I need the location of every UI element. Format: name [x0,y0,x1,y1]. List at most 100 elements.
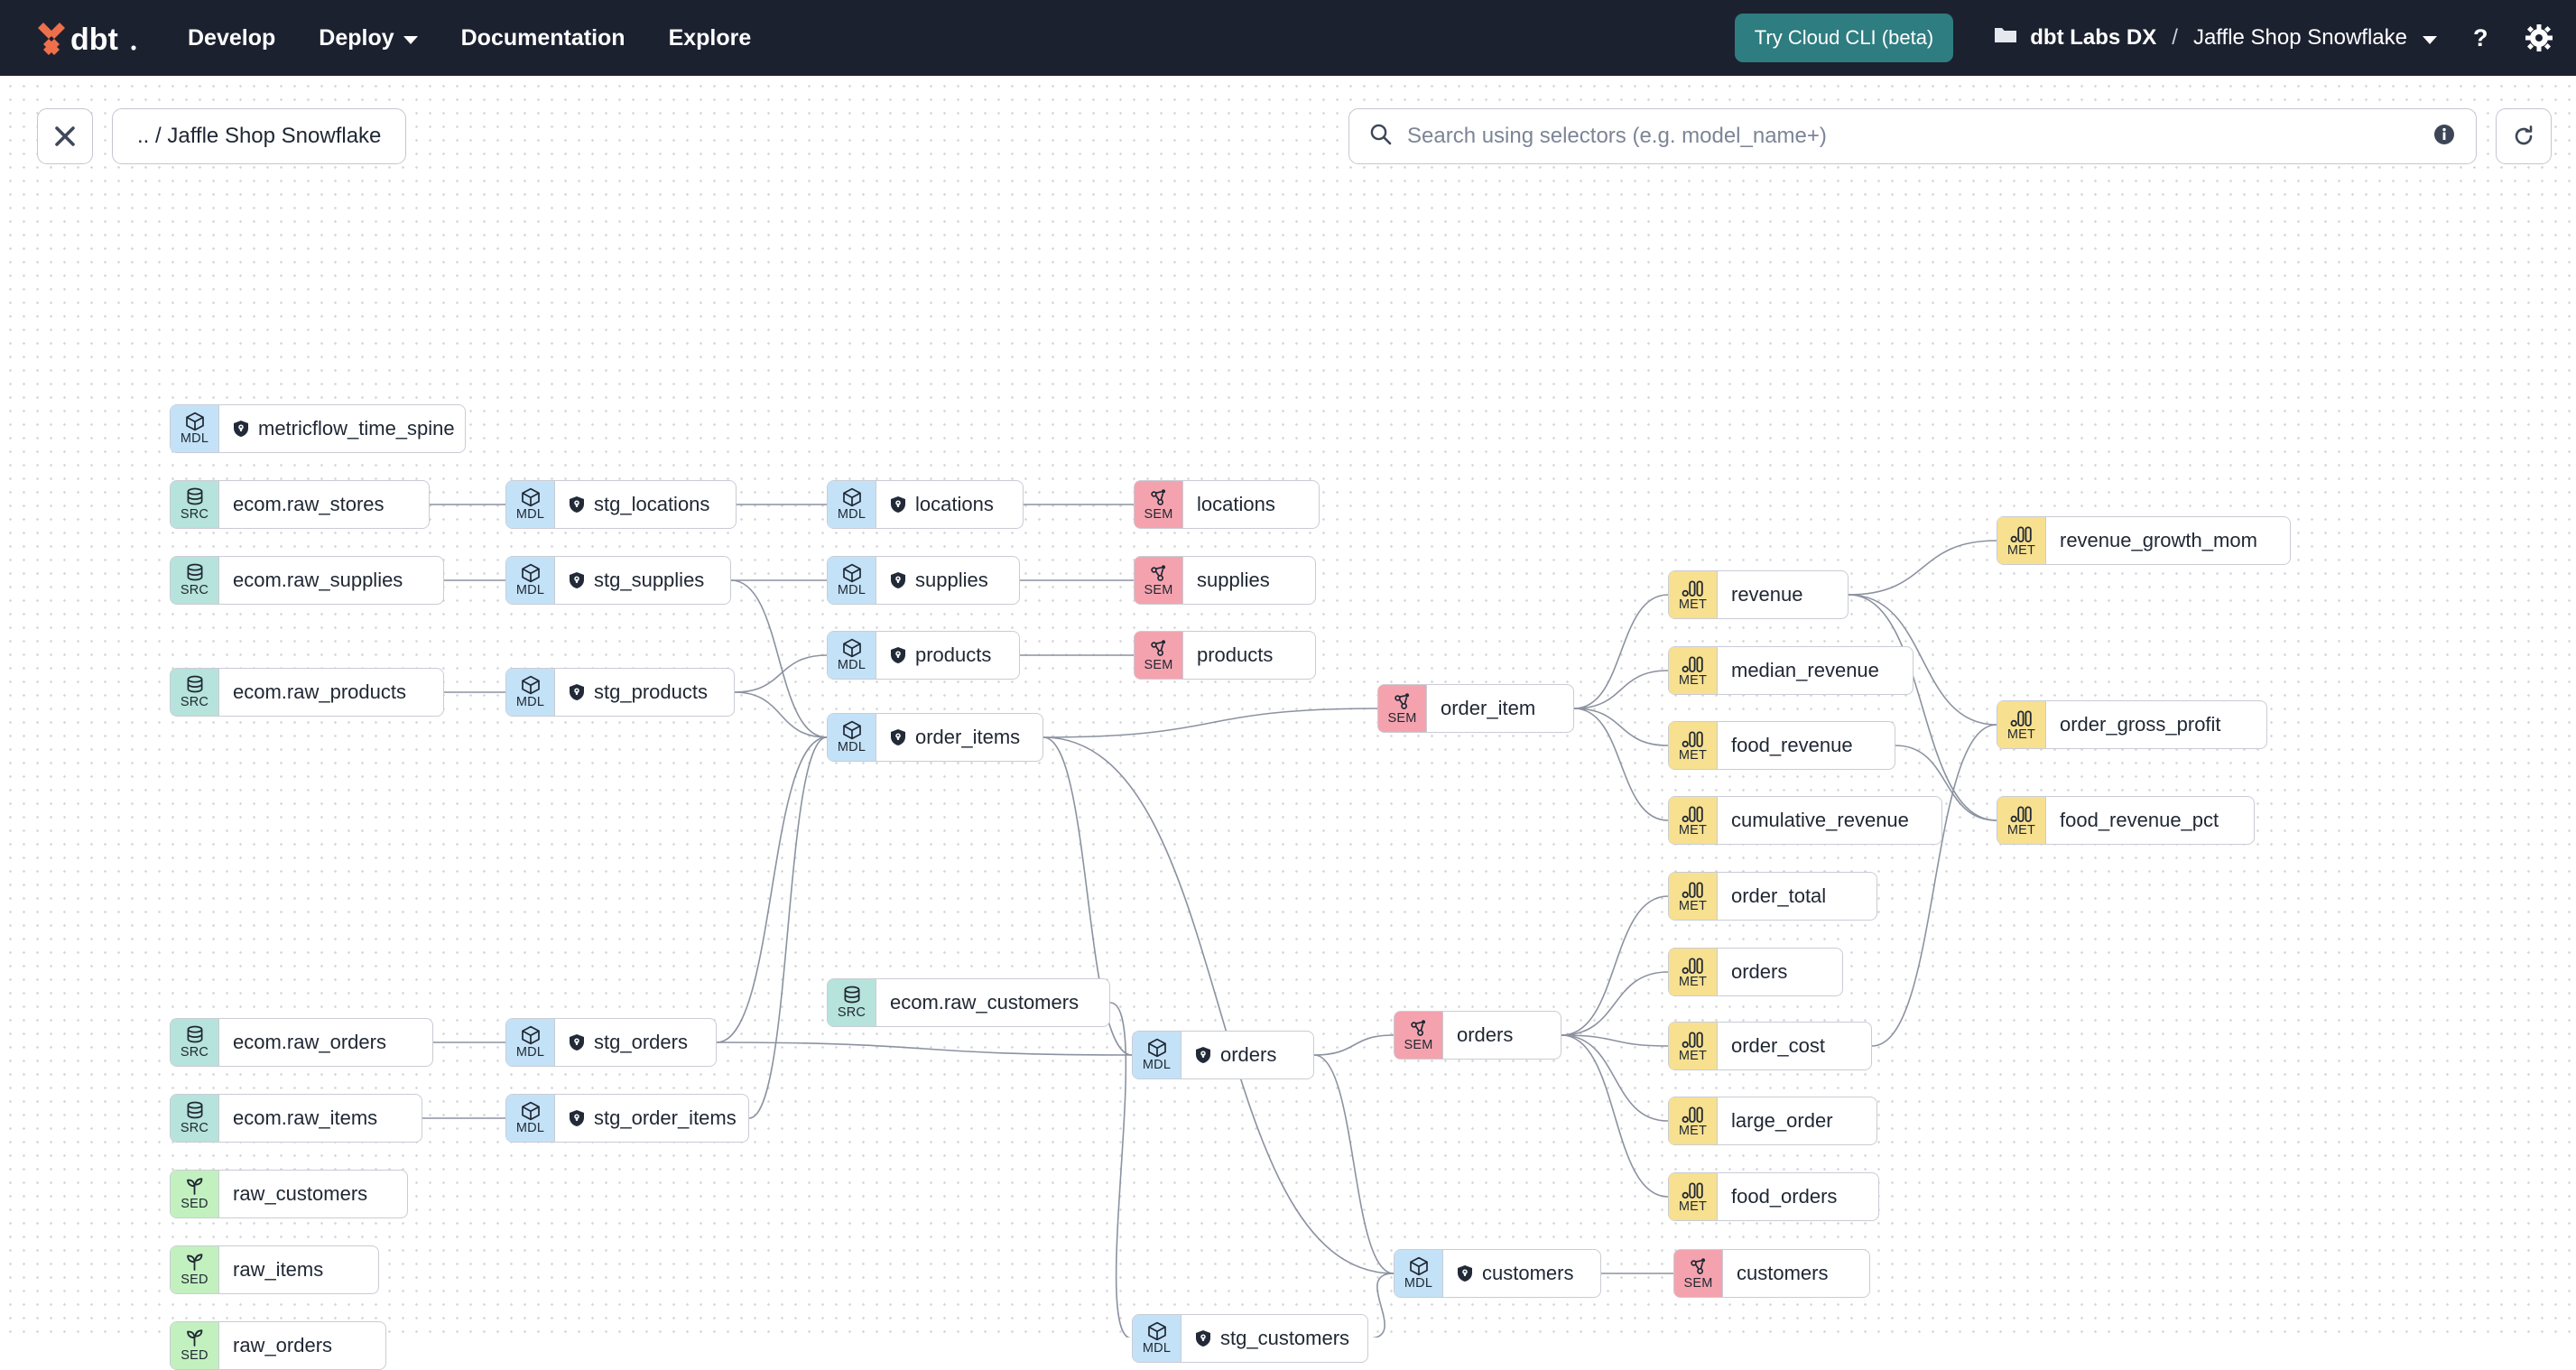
shield-icon [569,495,585,514]
node-label: ecom.raw_customers [890,991,1080,1014]
question-mark-icon[interactable]: ? [2468,24,2495,51]
nav-item-explore[interactable]: Explore [669,25,752,51]
graph-node-icon [1148,564,1170,584]
node-type-badge-mdl: MDL [828,632,876,679]
nav-item-develop[interactable]: Develop [188,25,275,51]
search-input[interactable] [1407,124,2418,149]
node-body: order_gross_profit [2046,701,2238,748]
nav-item-deploy[interactable]: Deploy [319,25,418,51]
node-type-badge-sem: SEM [1135,557,1183,604]
cube-icon [1408,1256,1430,1277]
node-body: locations [876,481,1010,528]
shield-icon [569,1033,585,1051]
node-body: stg_supplies [555,557,720,604]
try-cloud-cli-button[interactable]: Try Cloud CLI (beta) [1734,14,1954,62]
node-type-badge-sem: SEM [1135,481,1183,528]
node-type-badge-sed: SED [171,1246,219,1293]
seedling-icon [184,1253,206,1273]
lineage-edge [1573,708,1669,821]
graph-breadcrumb-button[interactable]: .. / Jaffle Shop Snowflake [112,108,407,164]
node-type-label: SED [181,1347,208,1363]
info-icon[interactable] [2432,123,2456,151]
lineage-edge [1561,895,1669,1036]
node-label: products [915,643,992,666]
node-type-label: MET [2006,542,2036,558]
node-body: raw_customers [219,1171,384,1217]
refresh-button[interactable] [2496,108,2552,164]
selector-search-box[interactable] [1348,108,2477,164]
project-breadcrumb[interactable]: dbt Labs DX / Jaffle Shop Snowflake [1993,24,2437,52]
node-type-label: SRC [837,1004,866,1020]
node-type-badge-met: MET [1669,1173,1718,1220]
close-button[interactable] [37,108,93,164]
dbt-logo[interactable]: dbt [36,17,141,59]
cube-icon [841,563,863,584]
graph-node-sem_customers[interactable]: SEM customers [1673,1249,1870,1298]
node-type-badge-mdl: MDL [1395,1250,1443,1297]
node-type-badge-sem: SEM [1674,1250,1723,1297]
database-icon [184,675,206,696]
node-type-label: SED [181,1272,208,1287]
lineage-edge [1573,708,1669,746]
cube-icon [184,412,206,432]
node-type-badge-src: SRC [171,1095,219,1142]
graph-node-src_raw_items[interactable]: SRC ecom.raw_items [170,1094,422,1143]
cube-icon [841,487,863,508]
node-body: food_revenue_pct [2046,797,2235,844]
bar-chart-icon [2010,524,2034,544]
seedling-icon [184,1177,206,1198]
node-label: customers [1737,1262,1829,1284]
gear-icon[interactable] [2525,24,2553,51]
graph-node-mdl_products[interactable]: MDL products [827,631,1020,680]
lineage-edge [1313,1034,1395,1056]
lineage-edge [1313,1054,1395,1274]
graph-node-src_raw_customers[interactable]: SRC ecom.raw_customers [827,978,1110,1027]
node-body: stg_customers [1181,1315,1366,1362]
node-type-badge-met: MET [1997,701,2046,748]
node-type-badge-mdl: MDL [828,557,876,604]
bar-chart-icon [1682,880,1705,900]
node-body: stg_products [555,669,724,716]
node-label: ecom.raw_items [233,1106,378,1129]
chevron-down-icon [2423,35,2437,44]
bar-chart-icon [1682,1030,1705,1050]
nav-item-documentation[interactable]: Documentation [461,25,625,51]
